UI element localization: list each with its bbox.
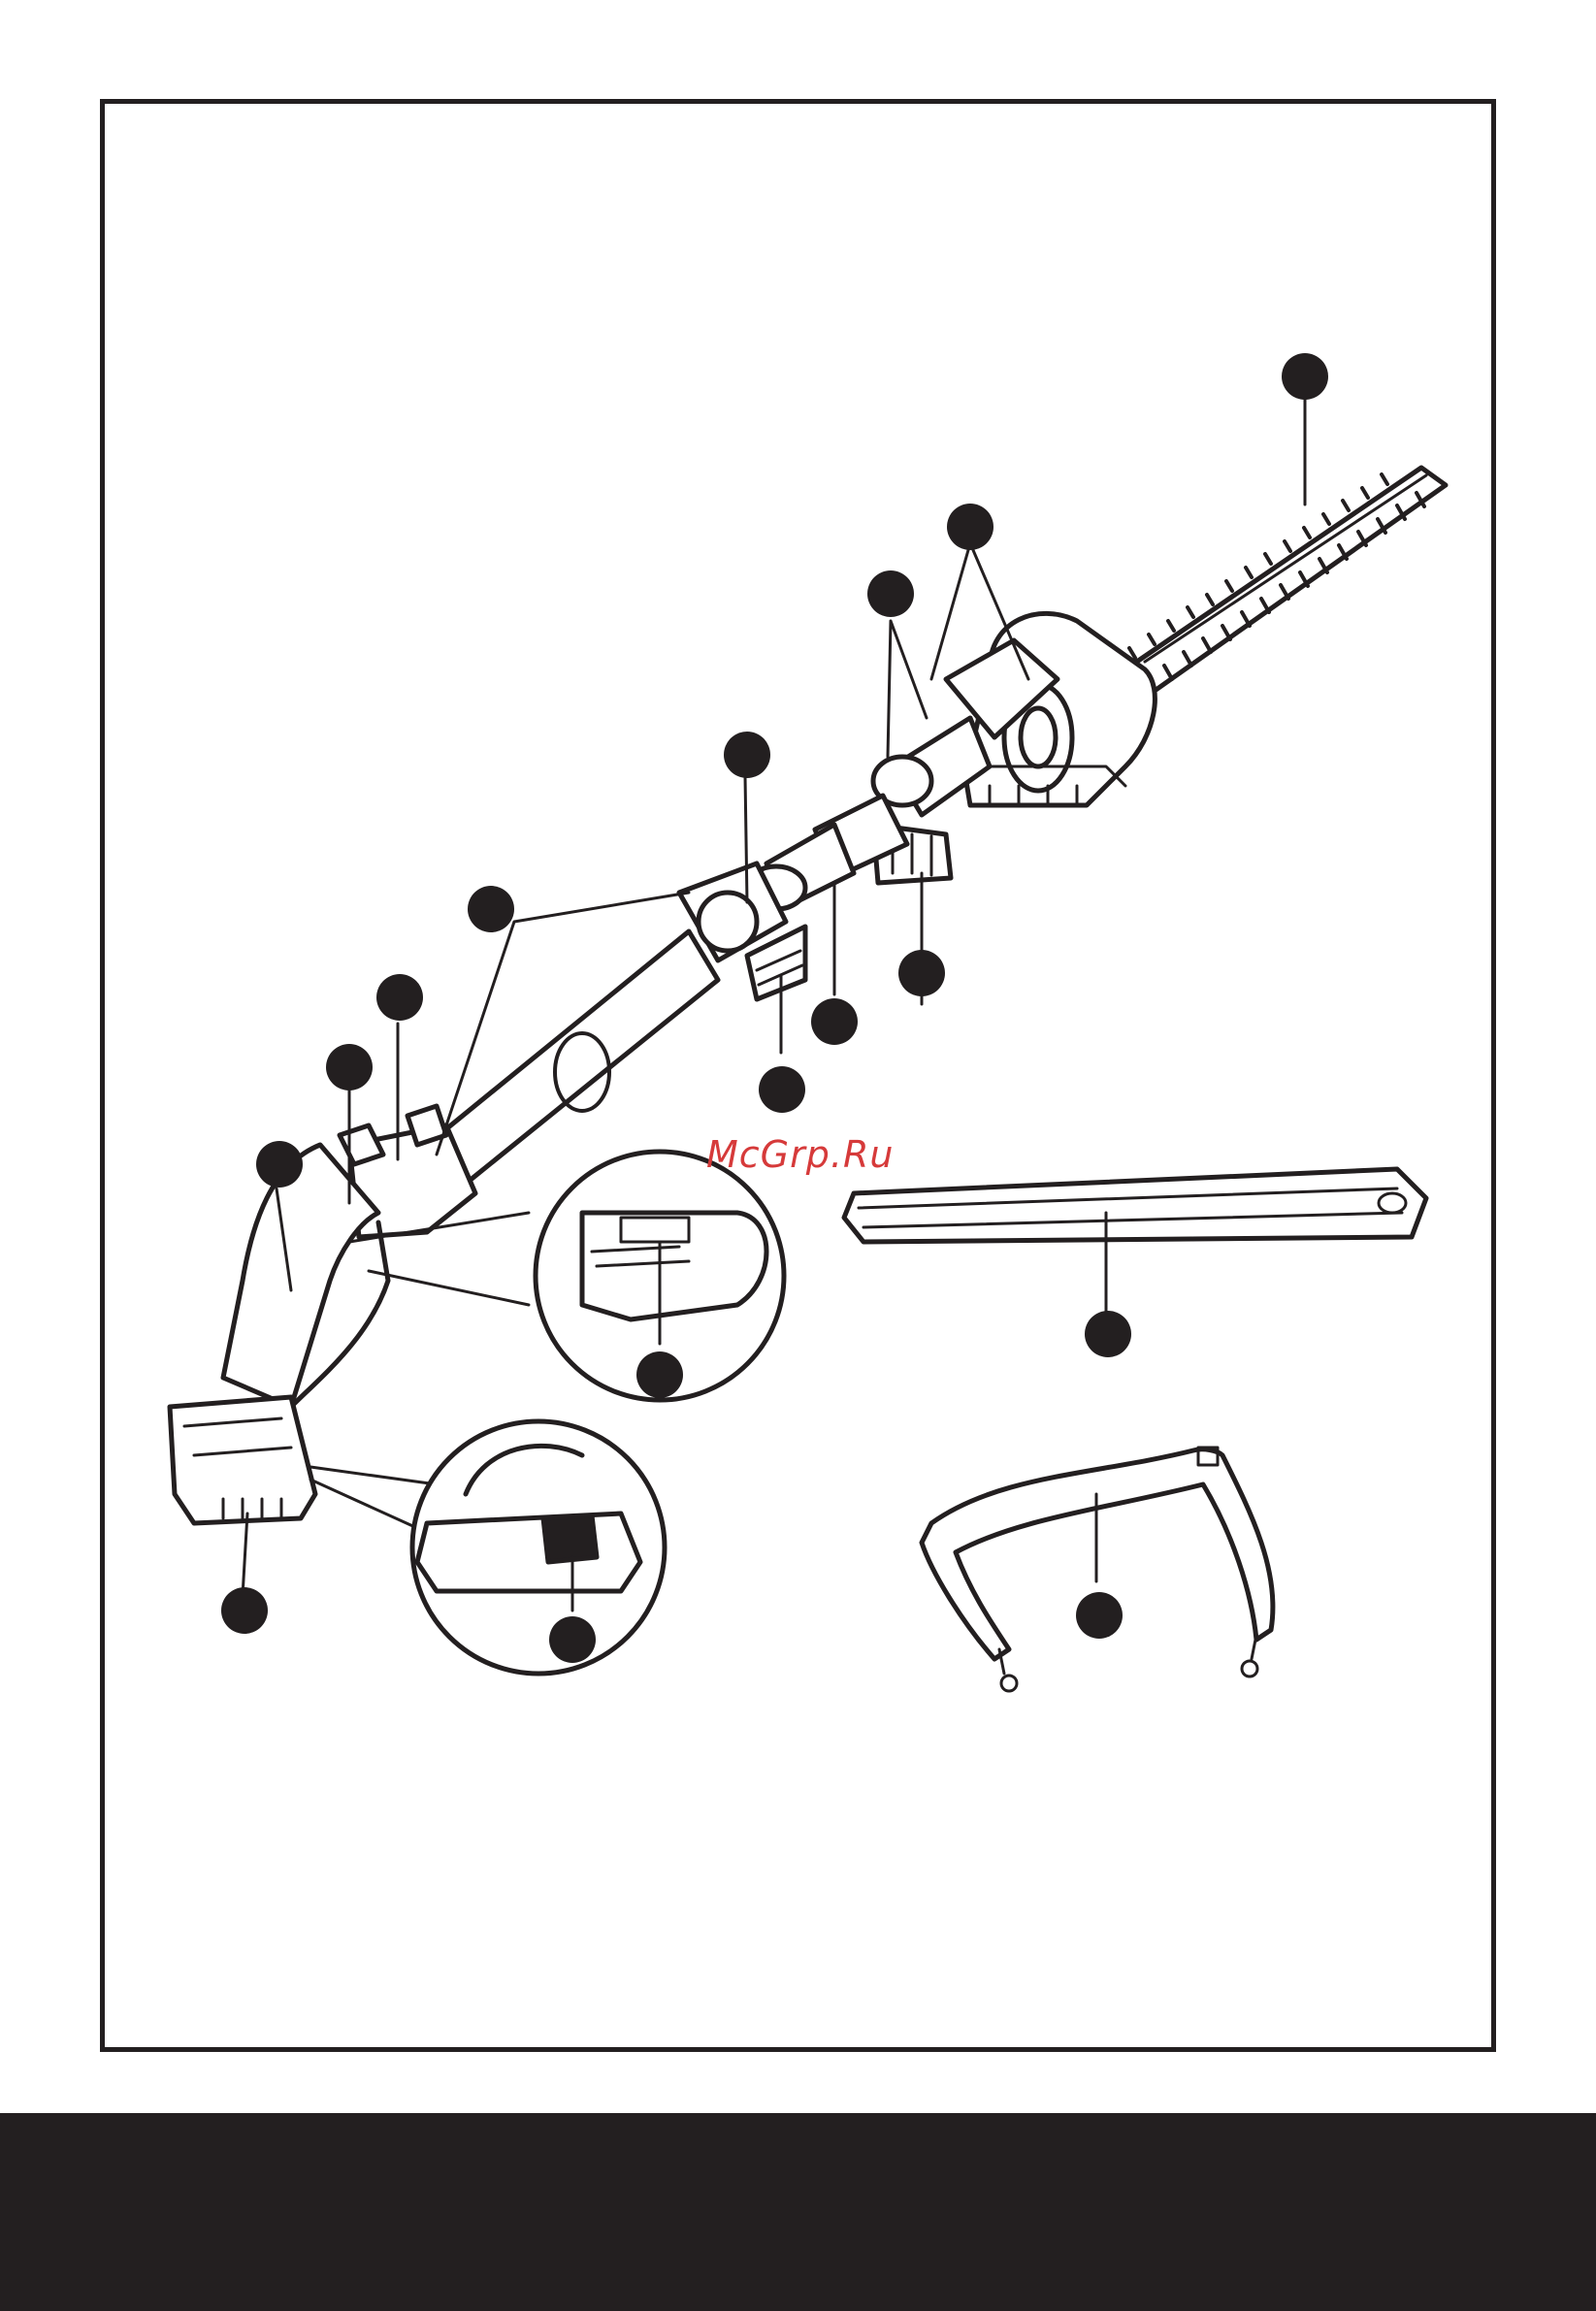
battery-pack	[170, 1397, 315, 1523]
main-tube	[427, 931, 718, 1184]
rear-button-callout	[376, 974, 423, 1021]
battery-callout	[221, 1587, 268, 1634]
watermark-text: McGrp.Ru	[706, 1133, 894, 1176]
battery-release-callout	[549, 1616, 596, 1663]
blade-callout	[1282, 353, 1328, 400]
cutting-blade	[1125, 468, 1446, 693]
rear-handle-callout	[256, 1141, 303, 1188]
motor-housing-callout	[947, 504, 993, 550]
blade-cover	[844, 1169, 1426, 1242]
lock-button-callout	[326, 1044, 373, 1090]
vent-callout	[867, 570, 914, 617]
lower-clamp-callout	[759, 1066, 805, 1113]
extension-shaft-callout	[811, 998, 858, 1045]
shaft-clamps-callout	[468, 886, 514, 932]
blade-cover-callout	[1085, 1311, 1131, 1357]
pivot-knob-callout	[724, 732, 770, 778]
upper-clamp-callout	[898, 950, 945, 996]
detail-battery-release	[412, 1421, 665, 1674]
footer-band	[0, 2113, 1596, 2311]
power-share-callout	[636, 1351, 683, 1398]
shoulder-strap-callout	[1076, 1592, 1123, 1639]
